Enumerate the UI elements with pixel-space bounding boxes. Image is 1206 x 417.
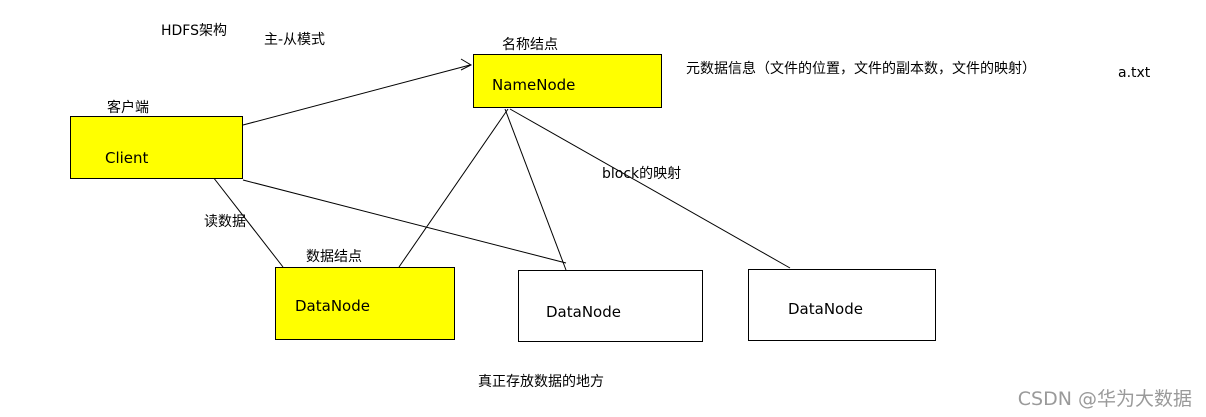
namenode-to-datanode-2-line	[504, 108, 567, 271]
arrowhead-icon	[460, 58, 473, 71]
file-name-label: a.txt	[1118, 65, 1151, 81]
block-mapping-label: block的映射	[602, 166, 682, 182]
diagram-title: HDFS架构	[161, 23, 228, 39]
client-to-datanode-2-line	[242, 179, 567, 264]
master-slave-label: 主-从模式	[264, 32, 326, 48]
datanode-3-label: DataNode	[788, 300, 863, 318]
datanode-3-box: DataNode	[748, 269, 936, 341]
storage-place-label: 真正存放数据的地方	[478, 374, 604, 390]
metadata-info-label: 元数据信息（文件的位置，文件的副本数，文件的映射）	[686, 61, 1036, 77]
client-caption: 客户端	[107, 100, 149, 116]
client-to-datanode-1-line	[212, 176, 284, 268]
read-data-label: 读数据	[204, 214, 246, 230]
client-box: Client	[70, 116, 243, 179]
client-label: Client	[105, 149, 149, 167]
namenode-label: NameNode	[492, 76, 576, 94]
datanode-1-box: DataNode	[275, 267, 455, 340]
datanode-1-label: DataNode	[295, 297, 370, 315]
client-to-namenode-arrow	[242, 64, 471, 126]
watermark: CSDN @华为大数据	[1017, 388, 1192, 410]
datanode-2-box: DataNode	[518, 270, 703, 342]
namenode-to-datanode-1-line	[398, 108, 509, 268]
namenode-caption: 名称结点	[502, 37, 558, 53]
namenode-to-datanode-3-line	[509, 108, 791, 269]
datanode-2-label: DataNode	[546, 303, 621, 321]
datanode-caption: 数据结点	[306, 249, 362, 265]
namenode-box: NameNode	[473, 54, 662, 108]
